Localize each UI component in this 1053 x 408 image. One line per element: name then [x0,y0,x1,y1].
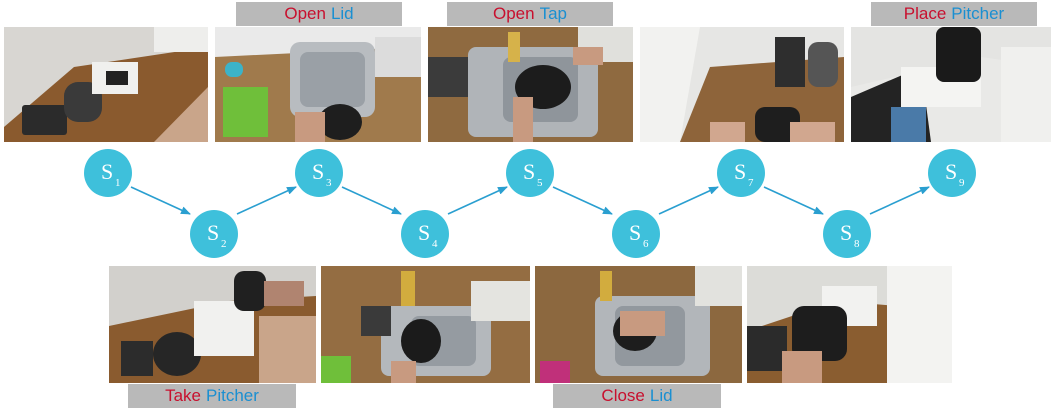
action-verb: Close [601,386,645,405]
state-index: 5 [537,177,543,189]
edge-s4-s5 [447,186,508,215]
frame-s5 [428,27,633,142]
state-node-s5: S 5 [506,149,554,197]
state-letter: S [207,220,219,245]
state-letter: S [523,159,535,184]
frame-s4 [321,266,530,383]
frame-s6 [535,266,742,383]
state-letter: S [312,159,324,184]
state-index: 4 [432,238,438,250]
state-node-s8: S 8 [823,210,871,258]
state-index: 8 [854,238,860,250]
action-verb: Open [492,4,535,23]
frame-s2 [109,266,316,383]
frame-s7 [640,27,844,142]
state-letter: S [945,159,957,184]
frame-s3 [215,27,421,142]
state-node-s1: S 1 [84,149,132,197]
state-letter: S [734,159,746,184]
state-node-s9: S 9 [928,149,976,197]
edge-s3-s4 [341,186,402,215]
state-index: 1 [115,177,121,189]
state-letter: S [418,220,430,245]
action-verb: Open [284,4,326,23]
state-node-s6: S 6 [612,210,660,258]
action-verb: Place [903,4,947,23]
edge-s5-s6 [552,186,613,215]
action-object: Lid [330,4,354,23]
action-object: Pitcher [206,386,259,405]
state-node-s2: S 2 [190,210,238,258]
state-node-s4: S 4 [401,210,449,258]
action-verb: Take [165,386,201,405]
state-index: 3 [326,177,332,189]
edge-s1-s2 [130,186,191,215]
state-letter: S [101,159,113,184]
frame-s8 [747,266,952,383]
frame-s1 [4,27,208,142]
edge-s7-s8 [763,186,824,215]
state-index: 9 [959,177,965,189]
state-letter: S [840,220,852,245]
edge-s6-s7 [658,186,719,215]
action-object: Pitcher [951,4,1005,23]
state-index: 7 [748,177,754,189]
edge-s8-s9 [869,186,930,215]
state-index: 2 [221,238,227,250]
state-node-s7: S 7 [717,149,765,197]
action-object: Lid [649,386,673,405]
edge-s2-s3 [236,186,297,215]
frame-s9 [851,27,1051,142]
state-index: 6 [643,238,649,250]
state-node-s3: S 3 [295,149,343,197]
action-object: Tap [539,4,567,23]
state-letter: S [629,220,641,245]
action-label-take-pitcher: Take Pitcher [128,384,296,408]
